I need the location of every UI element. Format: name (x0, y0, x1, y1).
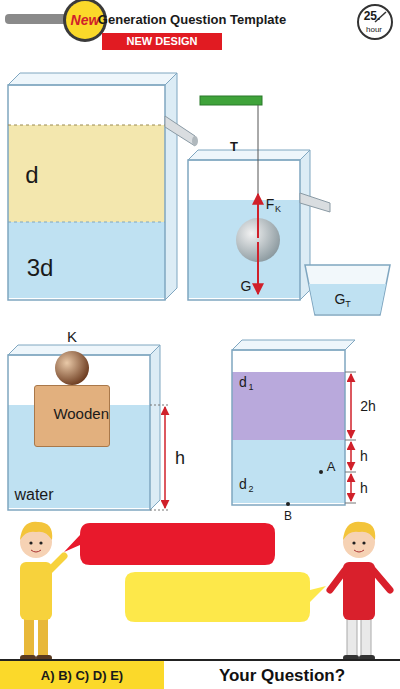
footer-bar (0, 659, 400, 689)
tank-2 (188, 96, 390, 315)
node-text: A) B) C) D) E) (41, 669, 123, 682)
boy-figure (330, 522, 390, 661)
ribbon-band: NEW DESIGN (102, 33, 222, 50)
speech-bubble (64, 523, 275, 565)
dimension-label: 2h (360, 399, 376, 413)
point-label: A (327, 460, 336, 473)
node-text: Wooden (53, 406, 109, 421)
tank-4 (232, 340, 356, 506)
clock-unit: hour (366, 26, 382, 34)
question-bar: Your Question? (164, 661, 400, 689)
ball-label: K (67, 329, 77, 344)
header-title: Generation Question Template (98, 13, 286, 26)
subscript: T (345, 300, 351, 309)
magnifier-handle (5, 14, 67, 24)
weight-label: G (335, 292, 346, 306)
answer-choices: A) B) C) D) E) (0, 661, 164, 689)
node-text: Your Question? (219, 667, 345, 684)
dimension-label: h (175, 449, 185, 467)
speech-bubble (125, 572, 326, 622)
point-label: B (284, 510, 292, 522)
wooden-block: Wooden (34, 385, 110, 447)
clock (358, 5, 392, 39)
boy-figure (20, 522, 64, 661)
clock-number: 25. (364, 10, 381, 22)
subscript: 1 (248, 383, 253, 392)
subscript: 2 (248, 485, 253, 494)
density-label: 3d (27, 256, 54, 280)
tank-3 (8, 345, 168, 510)
node-text: New (71, 13, 100, 27)
subscript: K (275, 205, 281, 214)
dimension-label: h (360, 449, 368, 463)
density-label: d (25, 163, 38, 187)
weight-label: G (241, 279, 252, 293)
density-label: d (239, 477, 247, 491)
node-text: NEW DESIGN (127, 36, 198, 47)
force-label: F (266, 197, 275, 211)
liquid-label: water (14, 487, 53, 503)
tension-label: T (230, 140, 238, 153)
tank-1 (8, 73, 198, 300)
density-label: d (239, 375, 247, 389)
dimension-label: h (360, 481, 368, 495)
